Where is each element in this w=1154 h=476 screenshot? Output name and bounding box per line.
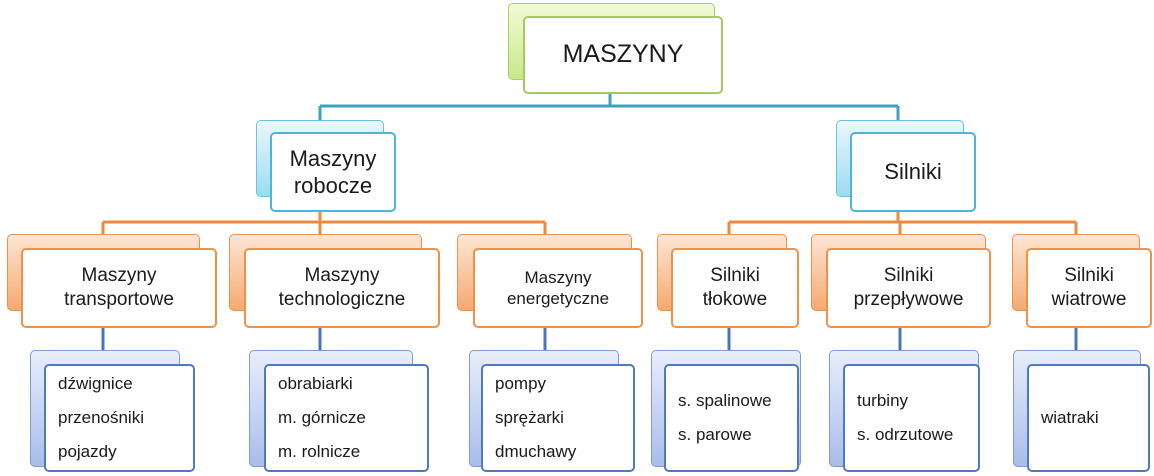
item-label: obrabiarki <box>278 374 353 393</box>
category-label: Silniki przepływowe <box>853 265 964 310</box>
item-label: turbiny <box>857 391 909 410</box>
item-label: dźwignice <box>58 374 133 393</box>
group-label: Maszyny robocze <box>289 145 377 199</box>
item-label: przenośniki <box>58 408 144 427</box>
category-label: Maszyny energetyczne <box>506 267 610 308</box>
item-label: sprężarki <box>495 408 564 427</box>
group-label: Silniki <box>884 159 942 185</box>
item-label: pompy <box>495 374 547 393</box>
item-label: m. górnicze <box>278 408 366 427</box>
item-label: pojazdy <box>58 442 117 461</box>
item-label: s. odrzutowe <box>857 425 954 444</box>
item-label: wiatraki <box>1041 408 1099 427</box>
item-label: m. rolnicze <box>278 442 361 461</box>
item-label: s. parowe <box>678 425 752 444</box>
category-label: Silniki wiatrowe <box>1051 265 1127 310</box>
root-label: MASZYNY <box>562 40 684 69</box>
category-label: Maszyny technologiczne <box>278 265 406 310</box>
item-label: s. spalinowe <box>678 391 772 410</box>
item-label: dmuchawy <box>495 442 577 461</box>
category-label: Silniki tłokowe <box>702 265 768 310</box>
category-label: Maszyny transportowe <box>64 265 174 310</box>
